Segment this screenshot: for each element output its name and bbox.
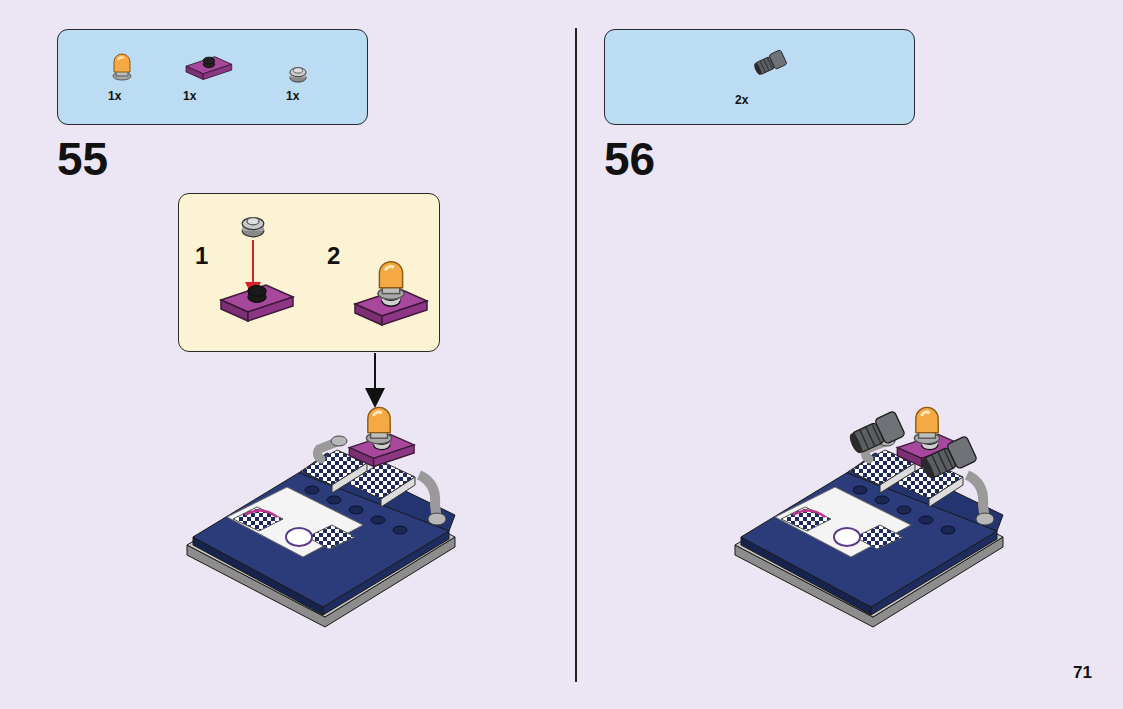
stud <box>941 526 955 534</box>
substep-box-fill <box>178 193 440 352</box>
sticker-clock <box>834 528 860 546</box>
checker-slope-side <box>929 477 963 507</box>
part-count: 1x <box>108 89 121 103</box>
part-count: 2x <box>735 93 748 107</box>
base-plate <box>735 467 1003 617</box>
stud <box>393 526 407 534</box>
parts-box-fill <box>57 29 368 125</box>
page-number: 71 <box>1073 664 1092 681</box>
block-top <box>741 469 997 607</box>
pipe-end <box>976 513 994 525</box>
step-number: 56 <box>604 136 655 182</box>
tile-part <box>186 57 232 80</box>
part-count: 1x <box>286 89 299 103</box>
label-holder: 56 <box>604 136 655 182</box>
stud <box>853 486 867 494</box>
block-top <box>193 469 449 607</box>
part-count: 1x <box>183 89 196 103</box>
checker-slope-side <box>880 463 915 493</box>
stud <box>327 496 341 504</box>
sticker <box>227 487 363 557</box>
text-holder: 2x <box>735 90 748 108</box>
label-holder: 55 <box>57 136 108 182</box>
checker-slope-side <box>381 477 415 507</box>
text-holder: 1x <box>183 86 196 104</box>
sticker-wrench <box>245 510 277 517</box>
sticker-checkers <box>781 507 831 531</box>
substep-box: 12 <box>178 193 440 352</box>
pipe-end <box>331 436 347 446</box>
pipe-end <box>428 513 446 525</box>
step-number: 55 <box>57 136 108 182</box>
base-plate <box>187 467 455 617</box>
exhaust-part <box>918 436 977 483</box>
checker-slope <box>347 462 415 499</box>
insert-arrow <box>252 240 254 290</box>
assembled-model <box>735 407 1003 627</box>
stud <box>897 506 911 514</box>
sticker-checkers <box>233 507 283 531</box>
substep-number: 1 <box>195 242 208 270</box>
sticker-checkers <box>855 525 903 549</box>
round-plate-part <box>242 218 264 237</box>
sticker <box>775 487 911 557</box>
sticker-wrench <box>793 510 825 517</box>
parts-box: 1x 1x 1x <box>57 29 368 125</box>
label-holder: 71 <box>1073 664 1092 682</box>
stud <box>305 486 319 494</box>
stud <box>349 506 363 514</box>
assembled-model <box>187 407 455 627</box>
parts-box: 2x <box>604 29 915 125</box>
stud <box>875 496 889 504</box>
assembly-arrow <box>374 353 376 398</box>
text-holder: 1 <box>195 242 208 270</box>
substep-number: 2 <box>327 242 340 270</box>
checker-slope-side <box>332 463 367 493</box>
stud <box>919 516 933 524</box>
text-holder: 1x <box>286 86 299 104</box>
exhaust-part <box>752 50 787 78</box>
text-holder: 1x <box>108 86 121 104</box>
stud <box>371 516 385 524</box>
sticker-checkers <box>307 525 355 549</box>
tile-part <box>221 285 293 321</box>
light-part <box>914 407 939 443</box>
light-part <box>366 407 391 443</box>
light-part <box>113 54 131 80</box>
text-holder: 2 <box>327 242 340 270</box>
page-divider <box>575 28 577 682</box>
sticker-clock <box>286 528 312 546</box>
parts-box-fill <box>604 29 915 125</box>
light-part <box>378 262 404 300</box>
exhaust-part <box>846 411 905 458</box>
round-plate-part <box>290 68 306 82</box>
